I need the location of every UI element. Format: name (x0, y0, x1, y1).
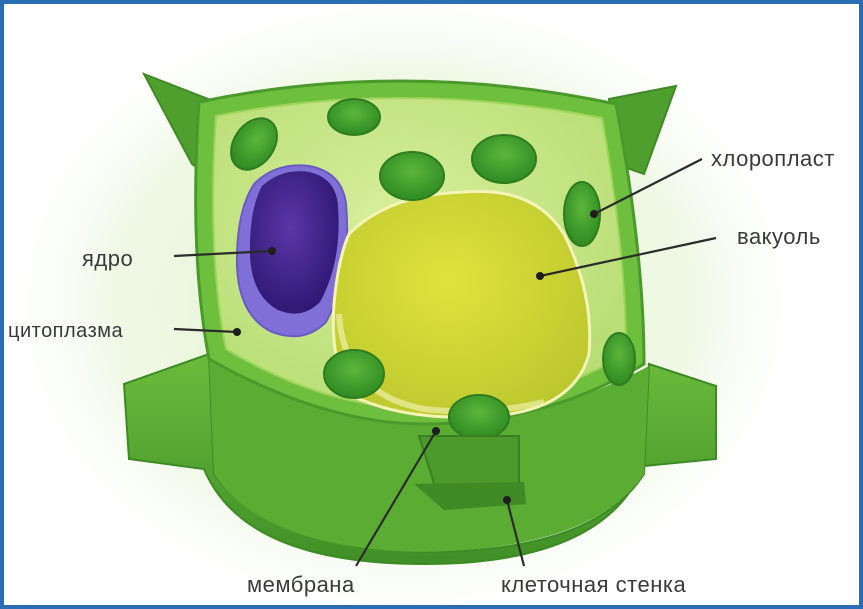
leader-cytoplasm-dot (233, 328, 241, 336)
chloroplast (328, 99, 380, 135)
chloroplast (603, 333, 635, 385)
label-vacuole: вакуоль (737, 224, 821, 249)
label-membrane: мембрана (247, 572, 355, 597)
chloroplast (380, 152, 444, 200)
label-nucleus: ядро (82, 246, 133, 271)
chloroplast (324, 350, 384, 398)
leader-chloroplast-dot (590, 210, 598, 218)
leader-vacuole-dot (536, 272, 544, 280)
label-chloroplast: хлоропласт (711, 146, 835, 171)
chloroplast (449, 395, 509, 439)
label-cell-wall: клеточная стенка (501, 572, 686, 597)
label-cytoplasm: цитоплазма (8, 320, 124, 342)
chloroplast (472, 135, 536, 183)
leader-nucleus-dot (268, 247, 276, 255)
leader-membrane-dot (432, 427, 440, 435)
leader-cell-wall-dot (503, 496, 511, 504)
plant-cell-diagram: ядро хлоропласт вакуоль цитоплазма мембр… (4, 4, 859, 605)
